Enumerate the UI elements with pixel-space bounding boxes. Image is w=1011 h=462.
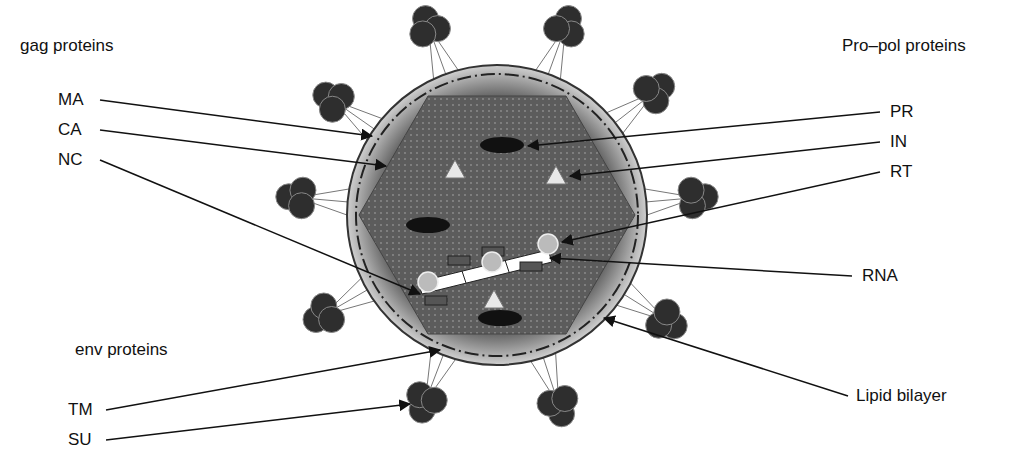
protein-label: SU <box>68 430 92 450</box>
protein-label: CA <box>58 120 82 140</box>
surface-glycoprotein <box>410 21 436 47</box>
protein-label: IN <box>890 132 907 152</box>
surface-glycoprotein <box>319 96 345 122</box>
surface-glycoprotein <box>552 386 578 412</box>
component-label: Lipid bilayer <box>856 386 947 406</box>
matrix-layer <box>356 74 638 356</box>
reverse-transcriptase <box>418 234 558 292</box>
surface-glycoprotein <box>654 299 680 325</box>
group-heading: gag proteins <box>20 36 114 56</box>
protein-label: MA <box>58 90 84 110</box>
surface-glycoprotein <box>678 177 704 203</box>
surface-glycoprotein <box>633 75 659 101</box>
component-label: RNA <box>862 266 898 286</box>
protein-label: TM <box>68 400 93 420</box>
surface-glycoprotein <box>289 193 315 219</box>
lipid-bilayer <box>347 65 647 365</box>
nucleocapsid-proteins <box>425 247 542 305</box>
surface-glycoprotein <box>319 307 345 333</box>
surface-glycoprotein <box>544 16 570 42</box>
group-heading: env proteins <box>75 340 168 360</box>
capsid <box>359 96 635 334</box>
protein-label: RT <box>890 162 912 182</box>
leader-lines <box>100 100 880 440</box>
integrase <box>445 160 566 308</box>
group-heading: Pro–pol proteins <box>842 36 966 56</box>
rna-genome <box>418 250 552 294</box>
protein-label: NC <box>58 150 83 170</box>
protein-label: PR <box>890 102 914 122</box>
surface-glycoprotein <box>421 387 447 413</box>
glycoprotein-spikes <box>276 6 718 427</box>
protease <box>406 137 524 326</box>
